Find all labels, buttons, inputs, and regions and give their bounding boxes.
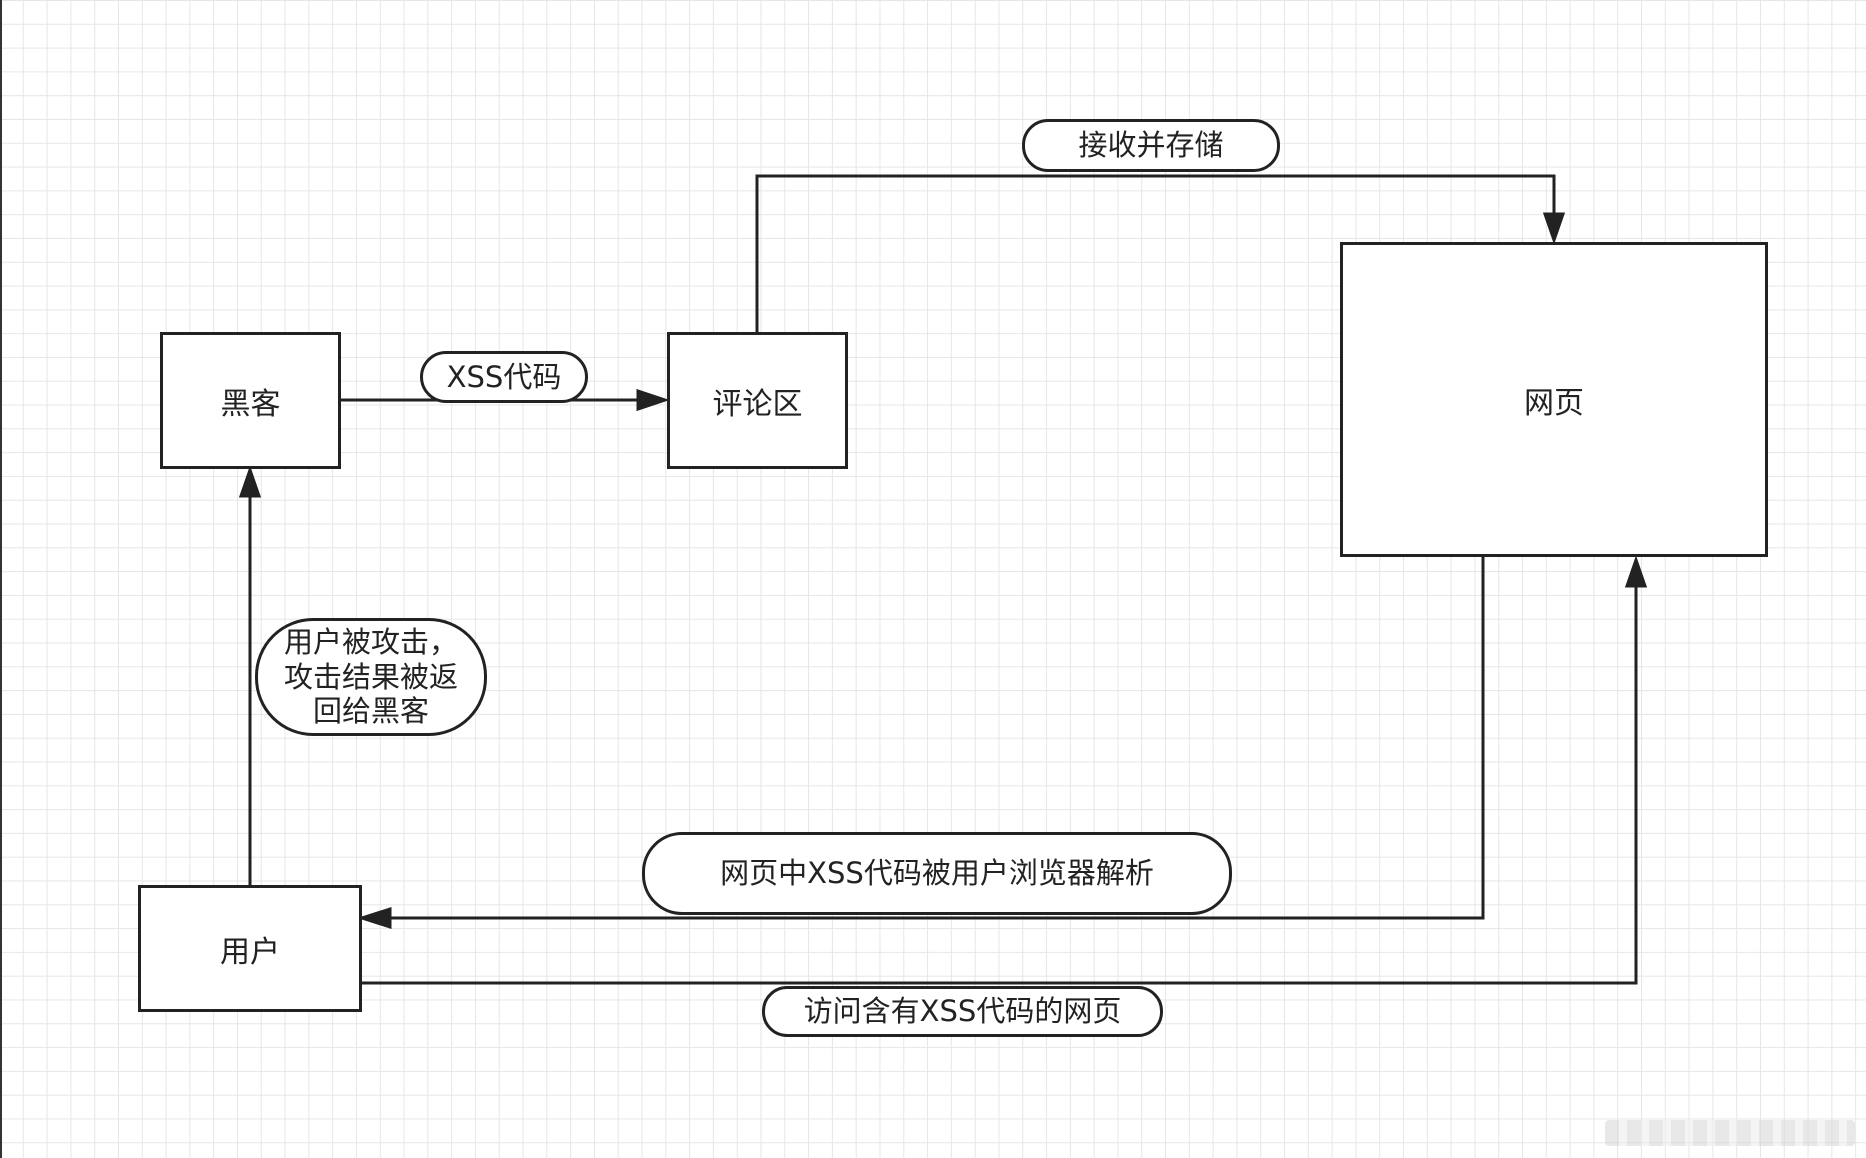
node-comment-area[interactable]: 评论区: [667, 332, 848, 469]
label-user-attacked-text: 用户被攻击， 攻击结果被返 回给黑客: [283, 624, 458, 729]
edge-user-to-webpage: [362, 586, 1638, 985]
label-receive-store-text: 接收并存储: [1078, 128, 1224, 163]
arrow-user-to-hacker: [238, 465, 262, 498]
label-visit-page[interactable]: 访问含有XSS代码的网页: [762, 986, 1163, 1037]
label-receive-store[interactable]: 接收并存储: [1022, 119, 1280, 172]
arrow-user-to-webpage: [1624, 555, 1648, 588]
node-user[interactable]: 用户: [138, 885, 362, 1012]
label-parsed-by-browser[interactable]: 网页中XSS代码被用户浏览器解析: [642, 832, 1232, 915]
left-border: [0, 0, 2, 1158]
node-comment-area-label: 评论区: [712, 386, 803, 422]
node-webpage[interactable]: 网页: [1340, 242, 1768, 557]
node-hacker[interactable]: 黑客: [160, 332, 341, 469]
node-webpage-label: 网页: [1524, 385, 1584, 421]
label-xss-code[interactable]: XSS代码: [420, 351, 588, 403]
edge-webpage-to-user: [390, 557, 1485, 920]
node-hacker-label: 黑客: [220, 386, 281, 422]
label-visit-page-text: 访问含有XSS代码的网页: [803, 994, 1122, 1029]
label-user-attacked[interactable]: 用户被攻击， 攻击结果被返 回给黑客: [255, 618, 487, 736]
arrow-hacker-to-comment: [636, 388, 670, 412]
edge-comment-to-webpage: [755, 174, 1556, 332]
label-xss-code-text: XSS代码: [446, 359, 562, 394]
node-user-label: 用户: [220, 934, 280, 970]
watermark: [1605, 1120, 1855, 1146]
label-parsed-by-browser-text: 网页中XSS代码被用户浏览器解析: [720, 856, 1154, 891]
arrow-webpage-to-user: [357, 906, 392, 930]
arrow-comment-to-webpage: [1542, 212, 1566, 245]
